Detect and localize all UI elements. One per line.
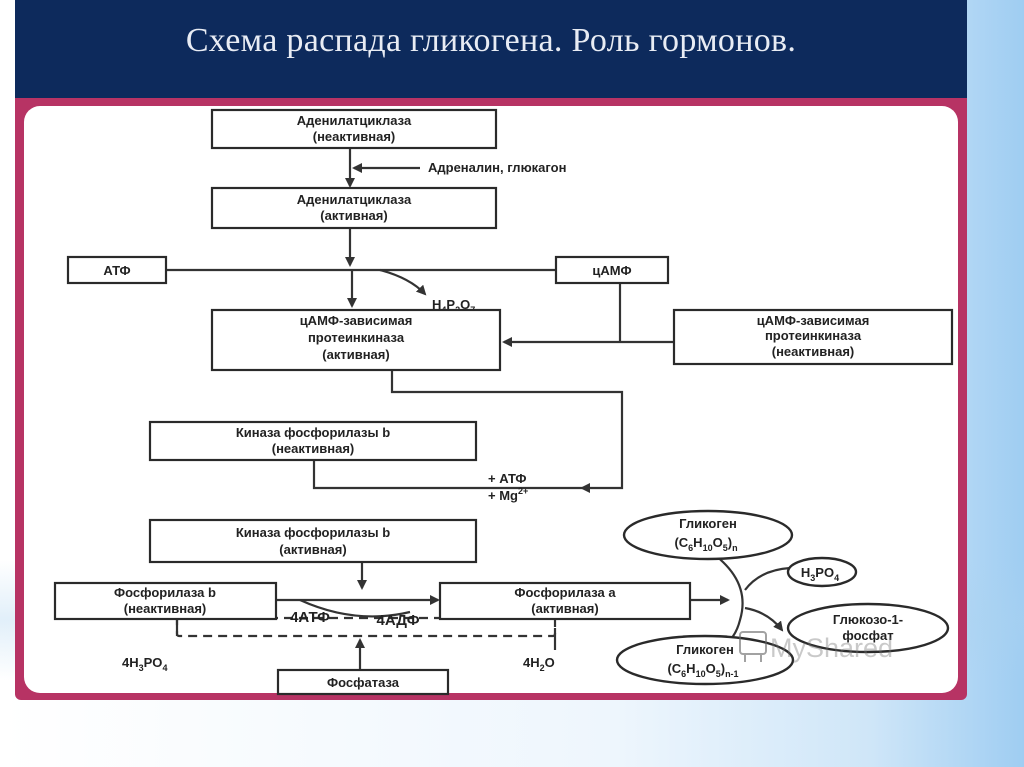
atp-plus-label: + АТФ	[488, 471, 527, 486]
pk-inactive-line3: (неактивная)	[772, 344, 855, 359]
adenylate-active-line2: (активная)	[320, 208, 387, 223]
myshared-watermark: MyShared	[739, 631, 893, 663]
atp4-label: 4АТФ	[290, 609, 330, 626]
phosphorylase-b-line2: (неактивная)	[124, 601, 207, 616]
glycogen-top-formula: (C6H10O5)n	[674, 535, 737, 553]
camp-box: цАМФ	[554, 255, 670, 285]
adenylate-cyclase-active-box: Аденилатциклаза (активная)	[210, 186, 498, 230]
pk-inactive-line2: протеинкиназа	[765, 328, 862, 343]
atp-label: АТФ	[103, 263, 130, 278]
phosphorylase-a-line1: Фосфорилаза a	[514, 585, 616, 600]
phosphatase-box: Фосфатаза	[276, 668, 450, 696]
glycogen-top-label: Гликоген	[679, 516, 737, 531]
phosphatase-label: Фосфатаза	[327, 675, 400, 690]
pk-active-line3: (активная)	[322, 347, 389, 362]
connectors	[166, 148, 791, 670]
kinase-active-box: Киназа фосфорилазы b (активная)	[148, 518, 478, 564]
phosphorylase-b-box: Фосфорилаза b (неактивная)	[53, 581, 278, 621]
atp-box: АТФ	[66, 255, 168, 285]
mg-plus-label: + Mg2+	[488, 486, 528, 503]
adenylate-cyclase-inactive-box: Аденилатциклаза (неактивная)	[210, 108, 498, 150]
phosphorylase-a-box: Фосфорилаза a (активная)	[438, 581, 692, 621]
glycogen-bottom-label: Гликоген	[676, 642, 734, 657]
slide-header: Схема распада гликогена. Роль гормонов.	[15, 0, 967, 98]
pk-active-line1: цАМФ-зависимая	[300, 313, 413, 328]
glycogen-top-oval: Гликоген (C6H10O5)n	[622, 509, 794, 561]
h3po4-left-label: 4H3PO4	[122, 655, 167, 673]
adenylate-active-line1: Аденилатциклаза	[297, 192, 412, 207]
glycogen-bottom-formula: (C6H10O5)n-1	[667, 661, 738, 679]
kinase-active-line2: (активная)	[279, 542, 346, 557]
kinase-active-line1: Киназа фосфорилазы b	[236, 525, 390, 540]
watermark-logo-icon	[739, 631, 767, 655]
hormones-label: Адреналин, глюкагон	[428, 160, 566, 175]
slide-title: Схема распада гликогена. Роль гормонов.	[185, 22, 797, 59]
kinase-inactive-box: Киназа фосфорилазы b (неактивная)	[148, 420, 478, 462]
glucose-1-phosphate-line1: Глюкозо-1-	[833, 612, 903, 627]
protein-kinase-active-box: цАМФ-зависимая протеинкиназа (активная)	[210, 308, 502, 372]
h3po4-right-oval: H3PO4	[786, 556, 858, 588]
h3po4-right-label: H3PO4	[801, 565, 839, 583]
adenylate-inactive-line2: (неактивная)	[313, 129, 396, 144]
adp4-label: 4АДФ	[376, 612, 419, 629]
phosphorylase-b-line1: Фосфорилаза b	[114, 585, 216, 600]
kinase-inactive-line1: Киназа фосфорилазы b	[236, 425, 390, 440]
pk-inactive-line1: цАМФ-зависимая	[757, 313, 870, 328]
adenylate-inactive-line1: Аденилатциклаза	[297, 113, 412, 128]
camp-label: цАМФ	[592, 263, 631, 278]
phosphorylase-a-line2: (активная)	[531, 601, 598, 616]
watermark-text: MyShared	[770, 633, 893, 663]
kinase-inactive-line2: (неактивная)	[272, 441, 355, 456]
glucose-1-phosphate-oval: Глюкозо-1- фосфат	[786, 602, 950, 654]
h2o-right-label: 4H2O	[523, 655, 555, 673]
protein-kinase-inactive-box: цАМФ-зависимая протеинкиназа (неактивная…	[672, 308, 954, 366]
glycogen-bottom-oval: Гликоген (C6H10O5)n-1	[615, 634, 795, 686]
glucose-1-phosphate-line2: фосфат	[842, 628, 893, 643]
pk-active-line2: протеинкиназа	[308, 330, 405, 345]
